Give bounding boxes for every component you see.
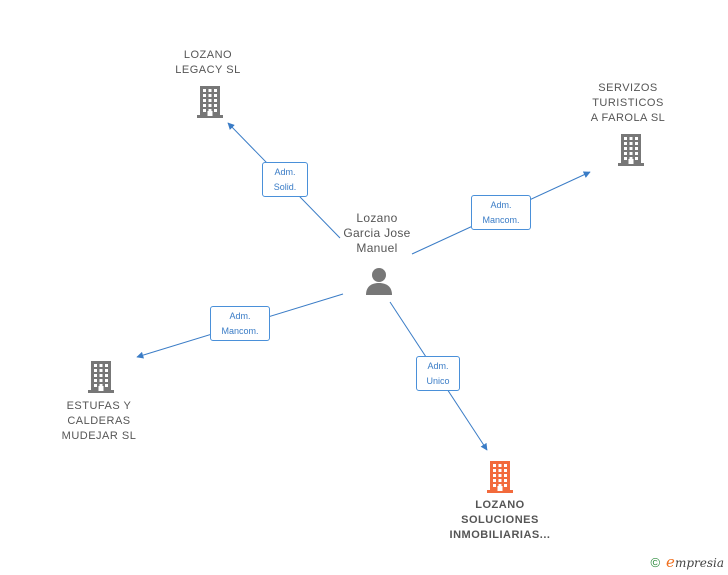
building-icon[interactable]: [485, 459, 515, 493]
building-icon[interactable]: [86, 359, 116, 393]
footer-brand: © empresia: [650, 553, 724, 571]
person-name[interactable]: Lozano Garcia Jose Manuel: [343, 211, 411, 255]
company-name-estufas[interactable]: ESTUFAS Y CALDERAS MUDEJAR SL: [61, 400, 137, 442]
building-icon[interactable]: [616, 132, 646, 166]
brand-logo[interactable]: empresia: [666, 553, 724, 571]
company-name-servizos[interactable]: SERVIZOS TURISTICOS A FAROLA SL: [590, 82, 666, 124]
building-icon[interactable]: [195, 84, 225, 118]
role-badge-legacy: Adm. Solid.: [262, 162, 308, 197]
company-name-legacy[interactable]: LOZANO LEGACY SL: [175, 49, 241, 76]
person-icon[interactable]: [364, 266, 394, 296]
company-name-soluciones[interactable]: LOZANO SOLUCIONES INMOBILIARIAS...: [449, 499, 551, 541]
role-badge-soluciones: Adm. Unico: [416, 356, 460, 391]
copyright-symbol: ©: [650, 554, 661, 570]
role-badge-servizos: Adm. Mancom.: [471, 195, 531, 230]
role-badge-estufas: Adm. Mancom.: [210, 306, 270, 341]
